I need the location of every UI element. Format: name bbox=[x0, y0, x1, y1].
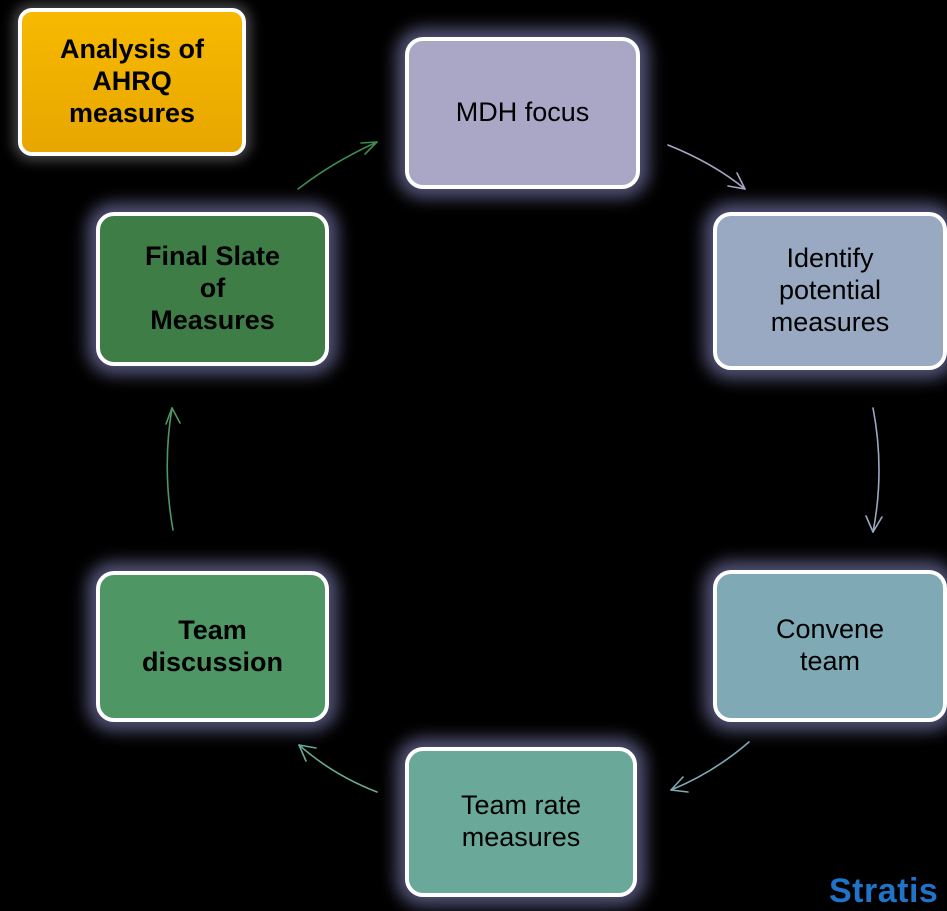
mdh-focus-node: MDH focus bbox=[405, 37, 640, 189]
arrow-final-to-mdh bbox=[297, 141, 378, 190]
arrow-identify-to-convene bbox=[865, 407, 883, 533]
brand-logo-text: Stratis bbox=[829, 872, 939, 910]
arrow-convene-to-rate bbox=[670, 741, 750, 793]
convene-team-node: Convene team bbox=[713, 570, 947, 722]
arrow-rate-to-discussion bbox=[298, 744, 378, 793]
arrow-mdh-to-identify bbox=[667, 144, 746, 190]
final-slate-of-measures-node: Final Slate of Measures bbox=[96, 212, 329, 366]
identify-potential-measures-node: Identify potential measures bbox=[713, 212, 947, 370]
team-discussion-node: Team discussion bbox=[96, 571, 329, 722]
arrow-discussion-to-final bbox=[165, 407, 181, 531]
team-rate-measures-node: Team rate measures bbox=[405, 747, 637, 897]
analysis-ahrq-measures-node: Analysis of AHRQ measures bbox=[18, 8, 246, 156]
